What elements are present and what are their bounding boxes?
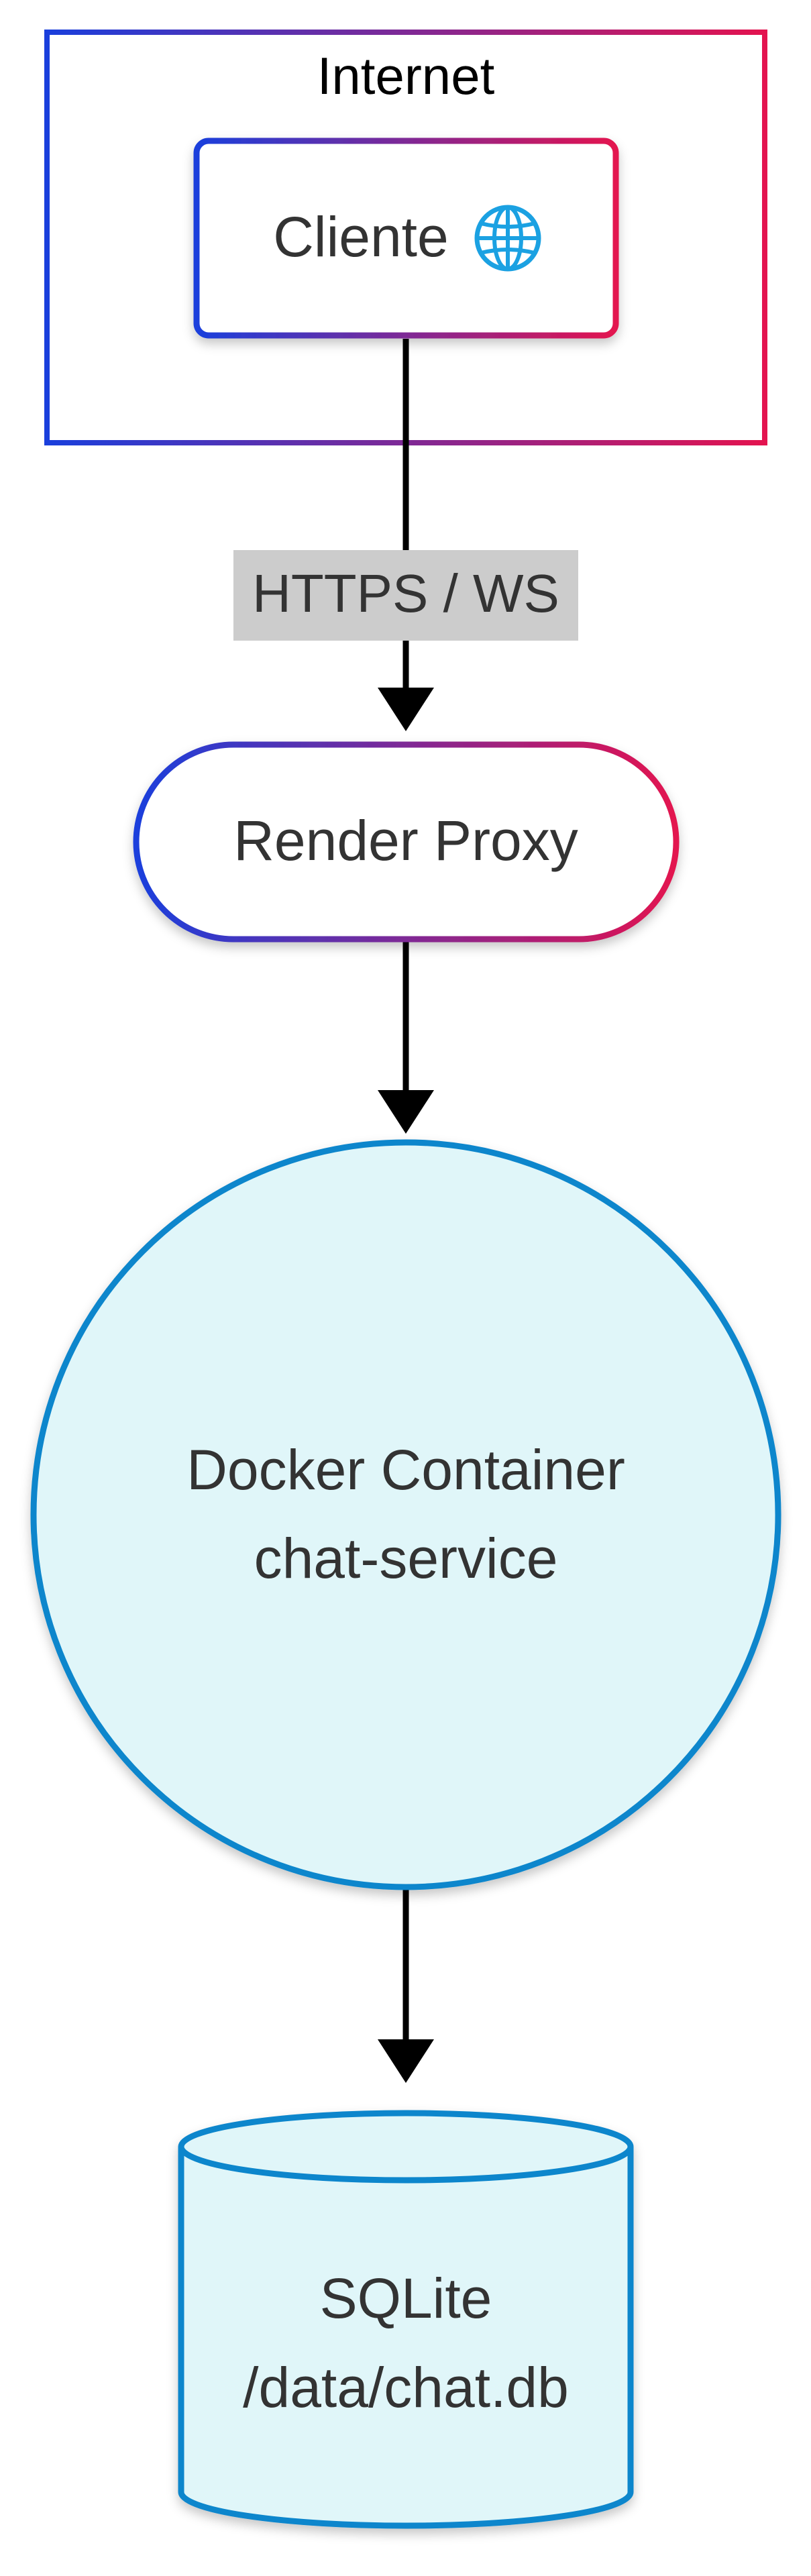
client-node[interactable] <box>193 138 619 339</box>
edge-label-https-ws: HTTPS / WS <box>252 564 559 623</box>
edge-container-to-database-arrowhead <box>378 2039 434 2083</box>
client-node-box[interactable] <box>193 138 619 339</box>
render-proxy-node-label: Render Proxy <box>233 809 578 872</box>
edge-proxy-to-container-arrowhead <box>378 1090 434 1134</box>
edge-client-to-proxy-arrowhead <box>378 688 434 731</box>
edge-client-to-proxy: HTTPS / WS <box>233 339 578 731</box>
globe-icon <box>474 205 541 272</box>
sqlite-database-node-body[interactable] <box>178 2110 634 2529</box>
render-proxy-node-box[interactable] <box>133 741 680 943</box>
docker-container-node[interactable] <box>30 1139 781 1890</box>
sqlite-database-node-label-line1: SQLite <box>320 2267 492 2330</box>
client-node-label: Cliente <box>273 205 448 268</box>
render-proxy-node[interactable] <box>133 741 680 943</box>
sqlite-database-node[interactable] <box>178 2110 634 2529</box>
docker-container-node-label-line2: chat-service <box>254 1527 558 1590</box>
sqlite-database-node-label-line2: /data/chat.db <box>243 2356 569 2419</box>
sqlite-database-node-top-rim <box>178 2146 634 2184</box>
edge-label-background <box>233 550 578 641</box>
docker-container-node-label-line1: Docker Container <box>186 1438 625 1501</box>
edge-proxy-to-container <box>378 939 434 1134</box>
docker-container-node-shape[interactable] <box>30 1139 781 1890</box>
edge-container-to-database <box>378 1888 434 2083</box>
internet-group-label: Internet <box>317 46 495 105</box>
